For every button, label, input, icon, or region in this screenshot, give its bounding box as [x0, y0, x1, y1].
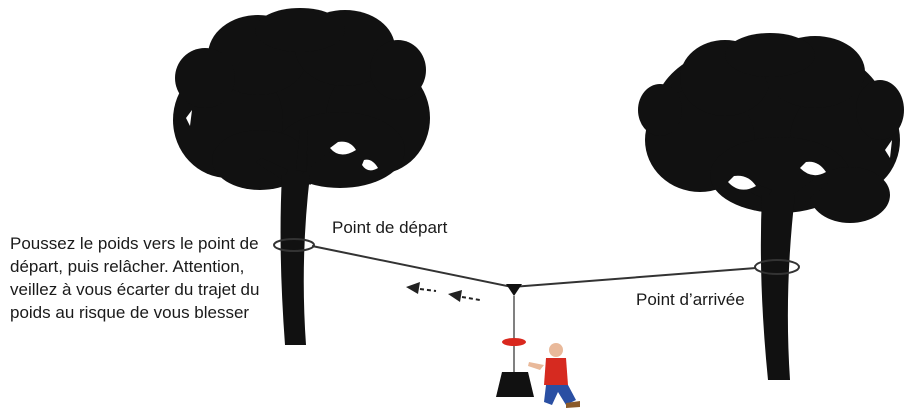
weight-icon	[496, 372, 534, 397]
end-anchor-loop	[754, 259, 800, 275]
instruction-text: Poussez le poids vers le point de départ…	[10, 234, 260, 322]
person-icon	[528, 343, 580, 408]
left-tree-icon	[173, 8, 430, 345]
pulley-icon	[506, 284, 522, 296]
zip-line	[311, 245, 757, 289]
arrow-left-icon	[406, 282, 481, 302]
start-anchor-loop	[273, 238, 315, 252]
end-point-label: Point d’arrivée	[636, 290, 745, 309]
red-disc-icon	[502, 338, 526, 346]
start-point-label: Point de départ	[332, 218, 448, 237]
right-tree-icon	[638, 33, 904, 380]
